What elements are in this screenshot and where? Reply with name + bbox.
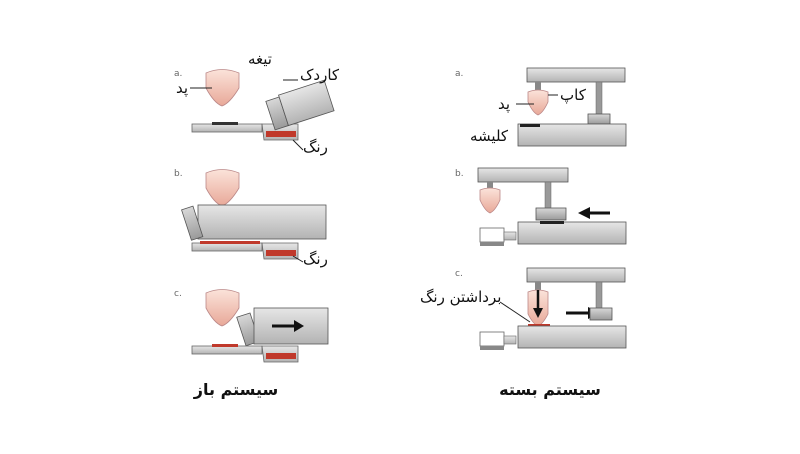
pad-label: پد [176, 79, 188, 98]
ink-film [200, 241, 260, 244]
closed-system: a. کاپ پد کلیشه b. [420, 67, 627, 399]
ink-pickup-leader-line [499, 301, 531, 323]
step-label: a. [174, 69, 182, 79]
pad-shaft [487, 182, 493, 190]
machine-base [517, 123, 627, 147]
closed-system-caption: سیستم بسته [499, 380, 601, 399]
ink-on-cliche [528, 324, 550, 327]
open-panel-a: a. پد تیغه کاردک رنگ [174, 50, 340, 156]
down-arrow-icon [533, 290, 543, 318]
doctor-blade-assembly [265, 79, 335, 131]
machine-base [517, 325, 627, 349]
step-label: b. [455, 169, 464, 179]
silicone-pad [479, 187, 501, 214]
part-holder [479, 331, 505, 347]
cup-shaft [595, 281, 603, 311]
ink-cup [535, 207, 567, 221]
cup-shaft [595, 81, 603, 115]
open-system-caption: سیستم باز [193, 380, 278, 399]
open-system: a. پد تیغه کاردک رنگ b. [174, 50, 340, 399]
doctor-blade-slide [197, 204, 327, 240]
ink-pickup-label: برداشتن رنگ [420, 288, 501, 306]
pad-shaft [535, 282, 541, 292]
ink-label-b: رنگ [303, 250, 328, 268]
step-label: a. [455, 69, 463, 79]
cliche-plate [191, 123, 263, 133]
machine-base [517, 221, 627, 245]
etched-image [212, 122, 238, 125]
inked-image [212, 344, 238, 347]
part-holder-arm [503, 231, 517, 241]
ink-label-a: رنگ [303, 138, 328, 156]
part-holder-base [480, 346, 504, 350]
ink-pool [266, 250, 296, 256]
cup-shaft [544, 181, 552, 211]
machine-top-beam [477, 167, 569, 183]
step-label: b. [174, 169, 183, 179]
silicone-pad [527, 89, 549, 116]
ink-leader-line [292, 255, 304, 263]
ink-pool [266, 131, 296, 137]
ink-pool [266, 353, 296, 359]
part-holder-base [480, 242, 504, 246]
closed-panel-c: c. برداشتن رنگ [420, 267, 627, 350]
machine-top-beam [526, 67, 626, 83]
ink-cup [589, 307, 613, 321]
cliche-label: کلیشه [470, 127, 509, 145]
silicone-pad [205, 289, 240, 327]
pad-shaft [535, 82, 541, 92]
silicone-pad [205, 169, 240, 207]
left-arrow-icon [578, 207, 610, 219]
part-holder [479, 227, 505, 243]
part-holder-arm [503, 335, 517, 345]
closed-panel-a: a. کاپ پد کلیشه [455, 67, 627, 147]
doctor-blade [181, 205, 204, 241]
pad-label: پد [498, 95, 510, 114]
ink-leader-line [292, 139, 304, 151]
doctor-blade-label: کاردک [300, 66, 340, 84]
machine-top-beam [526, 267, 626, 283]
ink-cup [587, 113, 611, 125]
blade-label: تیغه [248, 50, 272, 68]
closed-panel-b: b. [455, 167, 627, 246]
open-panel-c: c. [174, 289, 329, 363]
cliche-plate [191, 345, 263, 355]
cup-label: کاپ [560, 86, 587, 104]
open-panel-b: b. رنگ [174, 169, 328, 268]
step-label: c. [174, 289, 182, 299]
silicone-pad [205, 69, 240, 107]
step-label: c. [455, 269, 463, 279]
right-arrow-icon [272, 320, 304, 332]
cliche-plate [191, 242, 263, 252]
cliche [540, 221, 564, 224]
